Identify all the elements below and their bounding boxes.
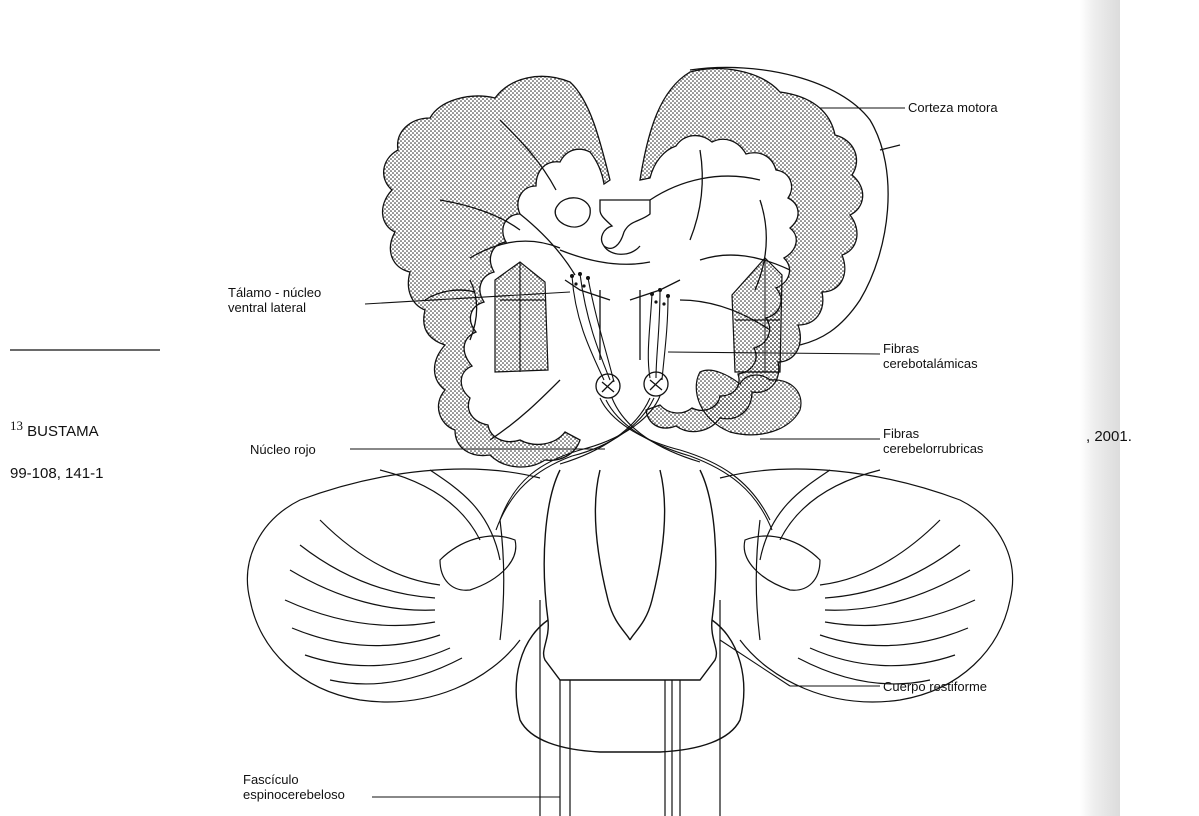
label-fibras-cerebotalamicas-line1: Fibras	[883, 341, 978, 356]
midline-structures	[555, 198, 680, 360]
footnote-author: BUSTAMA	[27, 423, 98, 440]
cerebellum-right	[720, 469, 1013, 702]
label-fibras-cerebotalamicas-line2: cerebotalámicas	[883, 356, 978, 371]
footnote-number: 13	[10, 418, 23, 433]
page-shadow	[1080, 0, 1120, 816]
footnote-line1-end: , 2001.	[1086, 428, 1132, 445]
brainstem	[516, 470, 744, 752]
red-nuclei	[596, 372, 668, 398]
label-fasciculo-line1: Fascículo	[243, 772, 345, 787]
fiber-tracts	[572, 274, 668, 382]
label-fasciculo: Fascículo espinocerebeloso	[243, 772, 345, 802]
cerebellum-left	[247, 469, 540, 702]
footnote-line1-start: 13 BUSTAMA	[10, 418, 99, 440]
right-thalamus	[732, 258, 782, 372]
label-fibras-cerebelorrubricas-line1: Fibras	[883, 426, 983, 441]
left-hemisphere	[383, 76, 610, 467]
left-cortex-stippled	[383, 76, 610, 467]
label-fasciculo-line2: espinocerebeloso	[243, 787, 345, 802]
label-talamo-line1: Tálamo - núcleo	[228, 285, 321, 300]
label-talamo-line2: ventral lateral	[228, 300, 321, 315]
spinal-tracts	[540, 600, 720, 816]
footnote-line2-start: 99-108, 141-1	[10, 465, 103, 482]
leader-cuerpo-restiforme	[720, 640, 790, 686]
label-cuerpo-restiforme: Cuerpo restiforme	[883, 679, 987, 694]
label-nucleo-rojo: Núcleo rojo	[250, 442, 316, 457]
right-hemisphere	[640, 67, 900, 431]
label-corteza-motora: Corteza motora	[908, 100, 998, 115]
label-fibras-cerebelorrubricas: Fibras cerebelorrubricas	[883, 426, 983, 456]
label-talamo: Tálamo - núcleo ventral lateral	[228, 285, 321, 315]
left-thalamus	[495, 262, 548, 372]
label-fibras-cerebelorrubricas-line2: cerebelorrubricas	[883, 441, 983, 456]
label-fibras-cerebotalamicas: Fibras cerebotalámicas	[883, 341, 978, 371]
